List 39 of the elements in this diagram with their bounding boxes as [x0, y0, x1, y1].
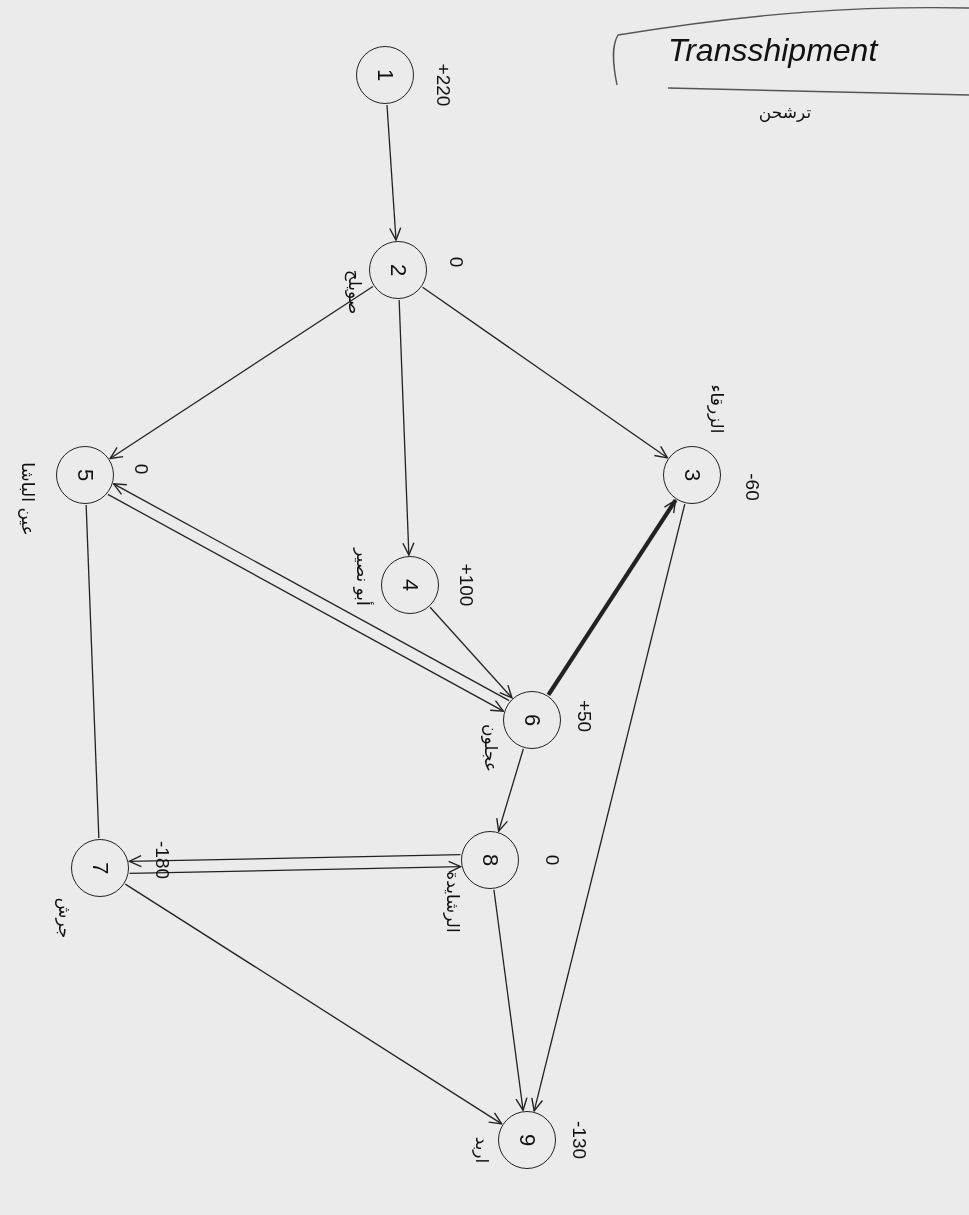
arrow — [496, 748, 525, 832]
node-circle: 5 — [56, 446, 114, 504]
arrow — [109, 285, 374, 460]
supply-value: +50 — [574, 699, 594, 733]
node-circle: 9 — [498, 1111, 556, 1169]
supply-value: 0 — [446, 256, 466, 268]
supply-value: 0 — [542, 854, 562, 866]
node-circle: 7 — [71, 839, 129, 897]
arrow — [128, 860, 462, 875]
arrow — [546, 498, 678, 697]
handwritten-note: ترشحن — [757, 102, 813, 123]
node-circle: 2 — [369, 241, 427, 299]
node-circle: 8 — [461, 831, 519, 889]
node-circle: 1 — [356, 46, 414, 104]
place-name: عين الباشا — [18, 462, 36, 536]
place-name: الزرقاء — [707, 384, 725, 434]
place-name: اربد — [472, 1136, 490, 1164]
arrow — [421, 286, 669, 459]
arrow — [429, 606, 513, 699]
place-name: الرشايدة — [443, 871, 461, 933]
place-name: صويلح — [345, 269, 363, 315]
arrow — [531, 503, 686, 1112]
node-circle: 6 — [503, 691, 561, 749]
supply-value: -60 — [742, 473, 762, 501]
node-circle: 3 — [663, 446, 721, 504]
supply-value: -180 — [152, 841, 172, 879]
arrow — [386, 104, 402, 241]
arrow — [128, 853, 462, 868]
arrow — [493, 889, 528, 1111]
title: Transshipment — [668, 34, 878, 66]
node-circle: 4 — [381, 556, 439, 614]
supply-value: -130 — [569, 1121, 589, 1159]
arrow — [124, 883, 503, 1125]
place-name: عجلون — [481, 724, 499, 772]
place-name: جرش — [55, 897, 73, 939]
arrow — [398, 299, 415, 556]
supply-value: +100 — [456, 563, 476, 607]
supply-value: 0 — [131, 463, 151, 475]
supply-value: +220 — [433, 63, 453, 107]
